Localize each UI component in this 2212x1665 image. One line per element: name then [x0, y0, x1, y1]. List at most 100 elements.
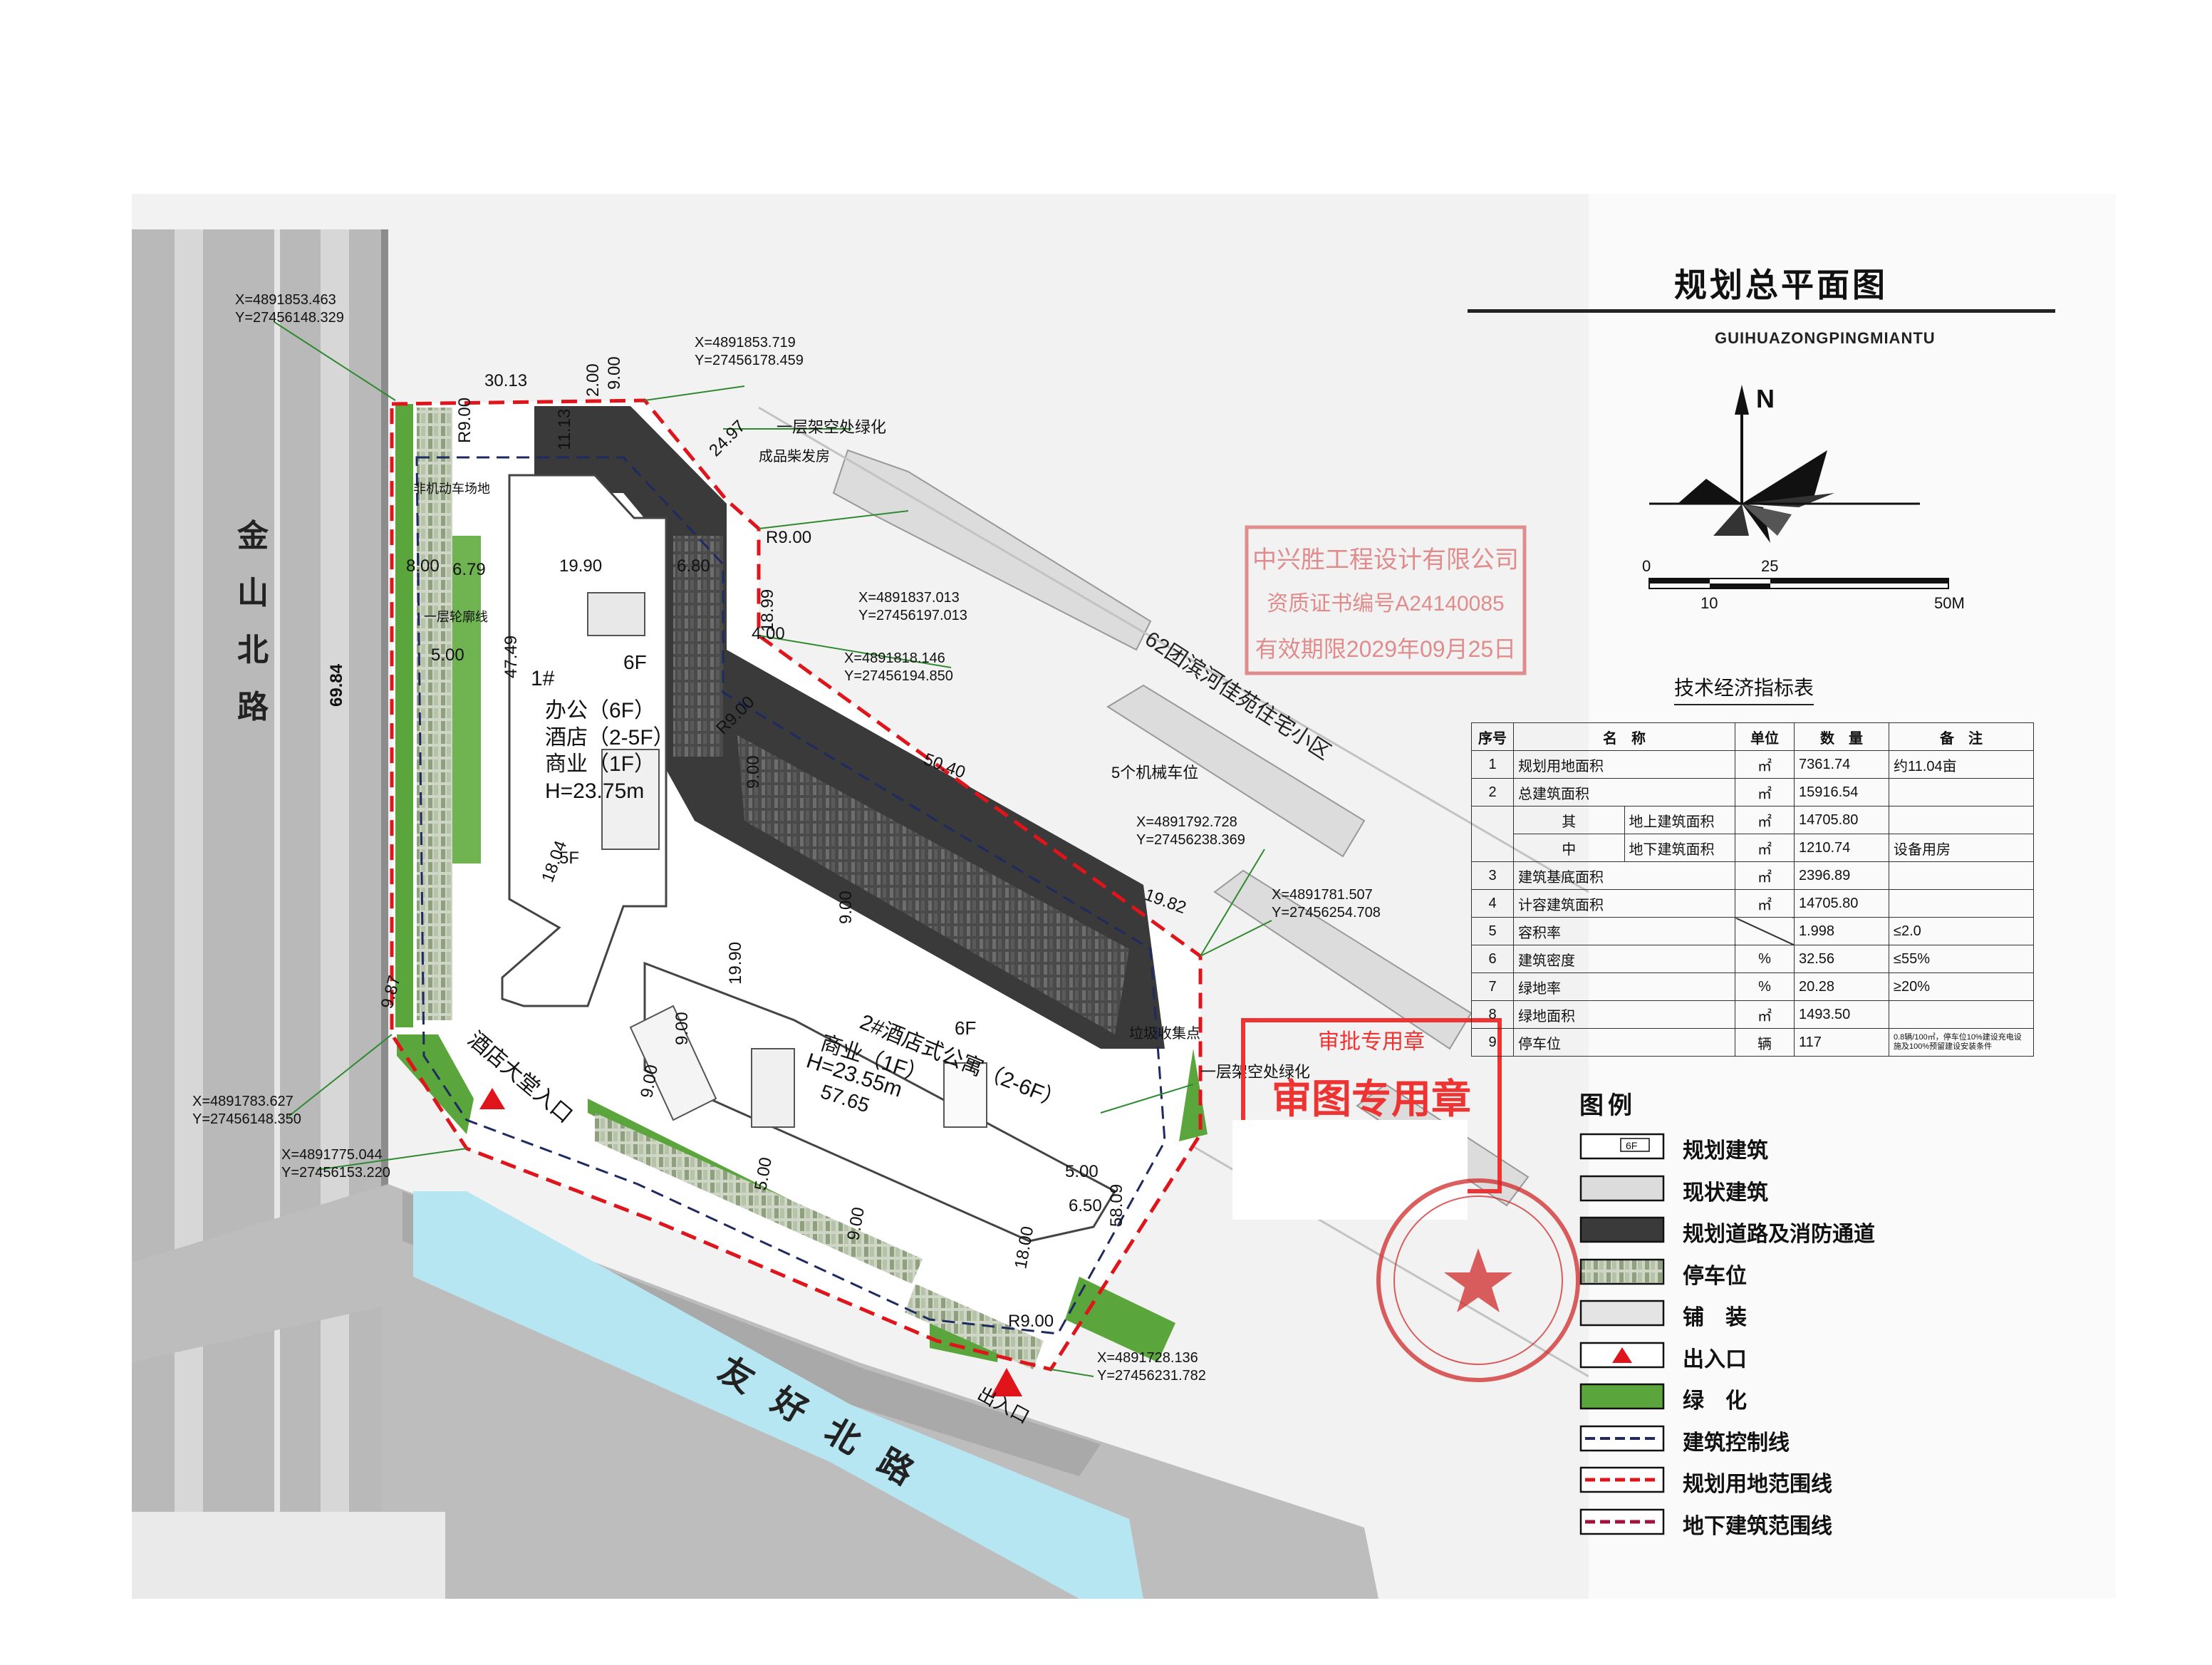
company-stamp: 中兴胜工程设计有限公司 资质证书编号A24140085 有效期限2029年09月… — [1245, 525, 1527, 675]
coordinate-label: X=4891781.507 — [1272, 887, 1373, 903]
entrance-icon — [1579, 1342, 1665, 1368]
site-plan-map: 金山北路 69.84 友好北路 62团滨河佳苑住宅小区 1# 6F 办公（6F）… — [132, 194, 1589, 1599]
dimension-label: 6.50 — [1069, 1196, 1102, 1215]
table-row: 9 停车位 辆 117 0.8辆/100㎡，停车位10%建设充电设施及100%预… — [1471, 1028, 2034, 1057]
company-stamp-line2: 资质证书编号A24140085 — [1267, 592, 1505, 616]
table-row: 中 地下建筑面积 ㎡ 1210.74 设备用房 — [1472, 834, 2034, 862]
building-2 — [643, 961, 1117, 1243]
b2-floors: 6F — [955, 1017, 976, 1039]
table-row: 6 建筑密度 % 32.56 ≤55% — [1471, 945, 2034, 973]
garage-label: 成品柴发房 — [759, 448, 830, 465]
table-row: 其 地上建筑面积 ㎡ 14705.80 — [1471, 806, 2034, 862]
dimension-label: 5.00 — [431, 645, 464, 665]
dimension-label: R9.00 — [1008, 1312, 1054, 1331]
header-value: 数 量 — [1794, 722, 1889, 751]
site-boundary-icon — [1579, 1466, 1665, 1493]
fire-road-icon — [1579, 1216, 1665, 1243]
b1-line2: 酒店（2-5F） — [545, 726, 675, 749]
north-label: N — [1756, 384, 1775, 413]
dimension-label: 4.00 — [752, 624, 785, 643]
scale-10: 10 — [1700, 594, 1718, 612]
title-rule — [1468, 309, 2055, 313]
greenery-top-label: 一层架空处绿化 — [777, 418, 886, 436]
underground-boundary-icon — [1579, 1508, 1665, 1535]
dimension-label: 19.90 — [726, 942, 745, 985]
scale-50: 50M — [1934, 594, 1965, 612]
drawing-subtitle: GUIHUAZONGPINGMIANTU — [1715, 329, 1936, 347]
company-stamp-line3: 有效期限2029年09月25日 — [1255, 636, 1516, 662]
round-seal — [1376, 1178, 1580, 1382]
scale-0: 0 — [1642, 557, 1651, 575]
coordinate-label: Y=27456238.369 — [1136, 832, 1245, 848]
scale-25: 25 — [1761, 557, 1778, 575]
review-stamp: 审批专用章 审图专用章 — [1232, 1018, 1502, 1220]
b1-no: 1# — [531, 667, 555, 690]
table-row: 2 总建筑面积 ㎡ 15916.54 — [1471, 778, 2034, 806]
table-row: 3 建筑基底面积 ㎡ 2396.89 — [1471, 861, 2034, 890]
existing-building-icon — [1579, 1175, 1665, 1201]
b1-height: H=23.75m — [545, 779, 644, 803]
outline-label: 一层轮廓线 — [424, 610, 488, 624]
header-no: 序号 — [1471, 722, 1514, 751]
coordinate-labels: X=4891853.463Y=27456148.329X=4891853.719… — [192, 292, 1381, 1384]
paving-icon — [1579, 1300, 1665, 1327]
header-name: 名 称 — [1513, 722, 1735, 751]
dimension-label: 9.00 — [673, 1012, 692, 1045]
legend-tag: 6F — [1626, 1140, 1637, 1151]
dimension-label: 58.09 — [1107, 1184, 1126, 1227]
coordinate-label: Y=27456197.013 — [858, 608, 967, 623]
hotel-entrance-marker[interactable] — [479, 1088, 505, 1109]
planned-buildings — [501, 474, 1117, 1243]
dimension-label: 30.13 — [484, 371, 527, 390]
dimension-label: 6.80 — [677, 556, 710, 576]
parking-icon — [1579, 1258, 1665, 1285]
legend-title: 图例 — [1579, 1092, 1636, 1119]
dimension-label: 6.79 — [452, 560, 486, 579]
dimension-label: 5.00 — [1065, 1162, 1099, 1181]
green-icon — [1579, 1383, 1665, 1410]
coordinate-label: Y=27456148.350 — [192, 1111, 301, 1127]
table-row: 1 规划用地面积 ㎡ 7361.74 约11.04亩 — [1471, 750, 2034, 779]
table-row: 5 容积率 1.998 ≤2.0 — [1471, 917, 2034, 945]
coordinate-label: Y=27456254.708 — [1272, 905, 1381, 920]
coordinate-label: X=4891818.146 — [844, 650, 945, 666]
west-road-name: 金山北路 — [237, 519, 269, 725]
west-road-width: 69.84 — [327, 663, 346, 707]
water-channel — [413, 1191, 1143, 1599]
coordinate-label: Y=27456178.459 — [695, 353, 804, 368]
planned-building-icon: 6F — [1579, 1133, 1665, 1160]
existing-residential — [758, 406, 1589, 1378]
dimension-label: 19.90 — [559, 556, 602, 576]
dimension-label: 18.99 — [758, 589, 777, 632]
garbage-label: 垃圾收集点 — [1129, 1025, 1200, 1042]
dimension-label: 2.00 — [583, 363, 603, 397]
drawing-title: 规划总平面图 — [1674, 266, 1888, 304]
coordinate-label: X=4891837.013 — [858, 590, 960, 606]
review-stamp-main: 审图专用章 — [1272, 1077, 1471, 1121]
dimension-label: 47.49 — [502, 636, 521, 678]
dimension-label: 9.00 — [744, 755, 763, 789]
coordinate-label: Y=27456148.329 — [235, 310, 344, 326]
south-entrance-marker[interactable] — [991, 1368, 1022, 1396]
control-line-icon — [1579, 1425, 1665, 1451]
greenery-bottom-label: 一层架空处绿化 — [1200, 1063, 1310, 1081]
coordinate-label: Y=27456231.782 — [1097, 1368, 1206, 1384]
dimension-label: 9.00 — [605, 356, 624, 390]
mech-parking-label: 5个机械车位 — [1111, 764, 1198, 782]
company-stamp-line1: 中兴胜工程设计有限公司 — [1252, 546, 1519, 574]
coordinate-label: X=4891792.728 — [1136, 814, 1237, 830]
dimension-label: R9.00 — [455, 398, 474, 443]
header-note: 备 注 — [1889, 722, 2034, 751]
b1-line3: 商业（1F） — [545, 752, 655, 776]
b1-wing: 5F — [559, 849, 579, 868]
coordinate-label: X=4891853.719 — [695, 335, 796, 351]
coordinate-label: Y=27456153.220 — [281, 1165, 390, 1181]
drawing-sheet: 金山北路 69.84 友好北路 62团滨河佳苑住宅小区 1# 6F 办公（6F）… — [132, 194, 2116, 1599]
building-control-line — [415, 456, 1166, 1335]
header-unit: 单位 — [1735, 722, 1795, 751]
dimension-label: 8.00 — [406, 556, 440, 576]
coordinate-label: X=4891775.044 — [281, 1147, 383, 1163]
dimension-label: 11.13 — [555, 409, 574, 450]
table-header-row: 序号 名 称 单位 数 量 备 注 — [1471, 722, 2034, 751]
